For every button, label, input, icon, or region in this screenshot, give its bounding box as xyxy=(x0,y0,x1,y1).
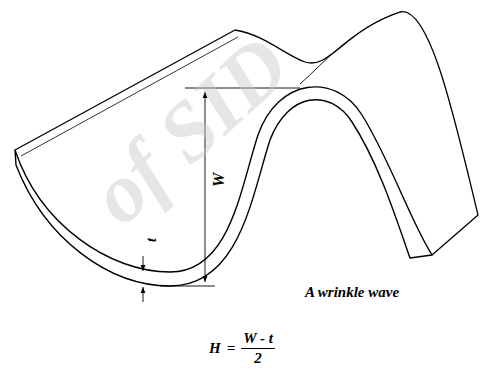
dimension-label: t xyxy=(145,238,159,242)
dimension-arrow xyxy=(143,287,144,302)
figure-caption: A wrinkle wave xyxy=(305,285,399,300)
dimension-label: W xyxy=(211,173,227,187)
formula-symbol: = xyxy=(227,340,236,357)
fraction-numerator: W - t xyxy=(241,330,275,349)
fraction: W - t2 xyxy=(241,330,275,367)
crest-ridge xyxy=(300,12,400,84)
formula-symbol: H xyxy=(209,340,221,357)
arm-edge xyxy=(432,222,470,255)
formula: H = W - t2 xyxy=(0,330,484,367)
extension-line xyxy=(160,286,215,287)
dimension-arrow xyxy=(143,256,144,271)
fraction-denominator: 2 xyxy=(241,349,275,367)
